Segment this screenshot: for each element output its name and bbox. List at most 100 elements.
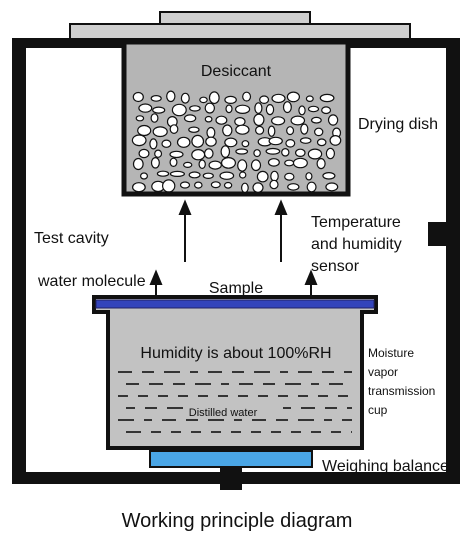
desiccant-pellet [299,137,312,144]
desiccant-pellet [182,161,193,168]
chamber-wall-right [446,38,460,484]
desiccant-pellet [149,138,158,150]
desiccant-pellet [166,90,176,103]
desiccant-pellet [242,91,252,102]
desiccant-pellet [271,116,286,126]
desiccant-pellet [241,140,250,148]
desiccant-pellet [215,115,228,125]
desiccant-pellet [271,93,286,104]
desiccant-pellet [319,93,335,103]
temperature-sensor-label: Temperature and humidity sensor [311,214,402,275]
desiccant-pellet [265,147,281,155]
desiccant-pellet [180,92,190,104]
desiccant-pellet [150,157,160,169]
desiccant-pellet [220,145,231,159]
desiccant-pellet [150,113,159,123]
distilled-water-lines [118,371,352,433]
desiccant-pellet [253,149,261,158]
desiccant-pellet [234,116,246,127]
desiccant-pellet [191,134,205,148]
desiccant-pellet [281,148,290,157]
desiccant-pellet [176,136,191,148]
desiccant-pellet [259,95,270,105]
desiccant-pellet [169,157,178,167]
desiccant-pellet [183,114,197,123]
desiccant-pellet [284,159,295,167]
desiccant-pellet [285,139,296,148]
desiccant-pellet [132,91,144,103]
desiccant-pellet [140,172,149,180]
chamber-wall-left [12,38,26,484]
desiccant-pellet [306,181,317,193]
desiccant-pellet [150,94,162,102]
arrow-left-upper-head [178,199,192,215]
desiccant-pellet [265,103,275,116]
distilled-water-label: Distilled water [189,407,258,419]
desiccant-pellet [171,103,187,117]
desiccant-pellet [189,105,201,112]
arrow-right-lower-head [304,269,318,285]
desiccant-pellet [161,179,176,193]
desiccant-pellet [316,138,327,147]
desiccant-pellet [305,172,313,181]
cup-label: Moisture vapor transmission cup [368,344,435,420]
desiccant-pellet [325,182,339,192]
desiccant-pellet [169,124,179,135]
desiccant-pellet [131,182,146,193]
desiccant-pellet [221,156,237,169]
desiccant-pellet [329,134,342,146]
desiccant-pellet [131,134,147,147]
desiccant-pellet [198,159,206,169]
desiccant-pellet [270,170,279,182]
desiccant-pellet [223,181,233,189]
desiccant-pellet [169,150,184,159]
desiccant-pellet [206,126,216,139]
desiccant-pellet [238,171,247,179]
desiccant-pellet [137,124,152,137]
desiccant-pellet [191,148,206,161]
weighing-balance-plate [149,450,313,468]
desiccant-pellet [240,182,249,193]
desiccant-pellet [255,125,265,135]
desiccant-pellet [300,123,309,135]
desiccant-pellet [199,96,208,104]
drying-dish-label: Drying dish [358,116,439,133]
desiccant-pellet [321,106,332,115]
desiccant-pellet [152,106,166,114]
desiccant-pellet [179,181,191,189]
desiccant-pellet [152,126,168,138]
desiccant-pellet [222,124,233,137]
drying-dish [121,39,351,197]
desiccant-pellet [188,171,201,179]
cup-label-line-2: vapor [368,365,399,379]
desiccant-pellet [286,126,295,136]
desiccant-pellet [250,159,262,172]
desiccant-pellet [135,115,145,122]
sample-film [95,299,375,309]
cup-label-line-4: cup [368,403,388,417]
desiccant-pellet [235,148,249,155]
arrow-left-lower-head [149,269,163,285]
desiccant-pellet [305,95,314,103]
desiccant-pellet [269,179,279,190]
desiccant-pellet [219,171,235,180]
desiccant-pellet [253,113,265,127]
humidity-label: Humidity is about 100%RH [140,345,331,362]
diagram-caption: Working principle diagram [121,510,353,532]
desiccant-pellets [131,90,342,193]
sensor-block [428,222,448,246]
desiccant-pellet [322,172,336,180]
desiccant-pellet [311,116,322,124]
desiccant-pellet [202,172,214,179]
desiccant-pellet [256,170,269,183]
desiccant-pellet [235,104,251,115]
desiccant-pellet [138,103,153,113]
desiccant-pellet [237,159,248,172]
sample-label: Sample [209,280,263,297]
desiccant-pellet [132,157,144,171]
desiccant-pellet [224,95,237,105]
desiccant-pellet [210,181,221,189]
top-lid [69,23,411,41]
desiccant-pellet [138,148,150,159]
